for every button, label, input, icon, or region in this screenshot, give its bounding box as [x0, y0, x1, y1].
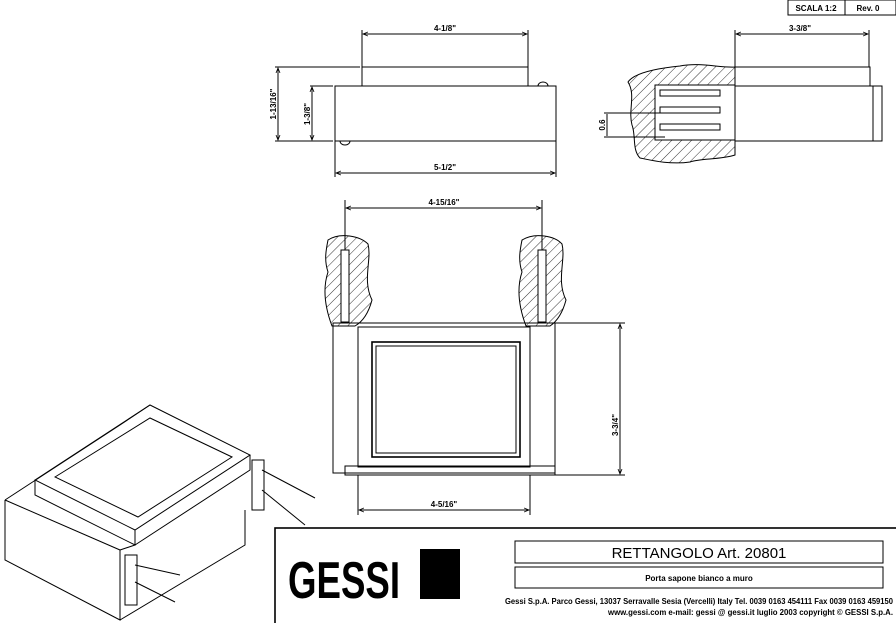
dim-body-height: 1-3/8"	[303, 103, 312, 125]
front-view: 4-15/16" 3-3/4" 4-5/16"	[324, 198, 625, 515]
dim-side-width: 3-3/8"	[789, 24, 811, 33]
gessi-logo-text: GESSI	[288, 552, 400, 610]
dim-anchor-spacing: 4-15/16"	[429, 198, 460, 207]
product-title: RETTANGOLO Art. 20801	[612, 545, 787, 562]
scale-table: SCALA 1:2 Rev. 0	[787, 0, 896, 16]
scale-label: SCALA 1:2	[795, 4, 837, 13]
company-address: Gessi S.p.A. Parco Gessi, 13037 Serraval…	[505, 597, 894, 606]
company-contact: www.gessi.com e-mail: gessi @ gessi.it l…	[607, 608, 893, 617]
title-block: GESSI RETTANGOLO Art. 20801 Porta sapone…	[274, 527, 896, 623]
dim-inner-width: 4-5/16"	[431, 500, 458, 509]
gessi-logo: GESSI	[288, 549, 460, 610]
gessi-logo-square	[420, 549, 460, 599]
dim-body-width: 5-1/2"	[434, 163, 456, 172]
isometric-view	[4, 404, 316, 621]
top-view: 4-1/8" 1-13/16" 1-3/8" 5-1/2"	[269, 24, 557, 177]
dim-front-height: 3-3/4"	[611, 414, 620, 436]
dim-top-width: 4-1/8"	[434, 24, 456, 33]
revision-label: Rev. 0	[857, 4, 881, 13]
product-subtitle: Porta sapone bianco a muro	[645, 574, 753, 583]
dim-total-height: 1-13/16"	[269, 88, 278, 119]
dim-anchor-spacing-side: 0.6	[598, 119, 607, 131]
side-view: 3-3/8" 0.6	[598, 24, 883, 164]
